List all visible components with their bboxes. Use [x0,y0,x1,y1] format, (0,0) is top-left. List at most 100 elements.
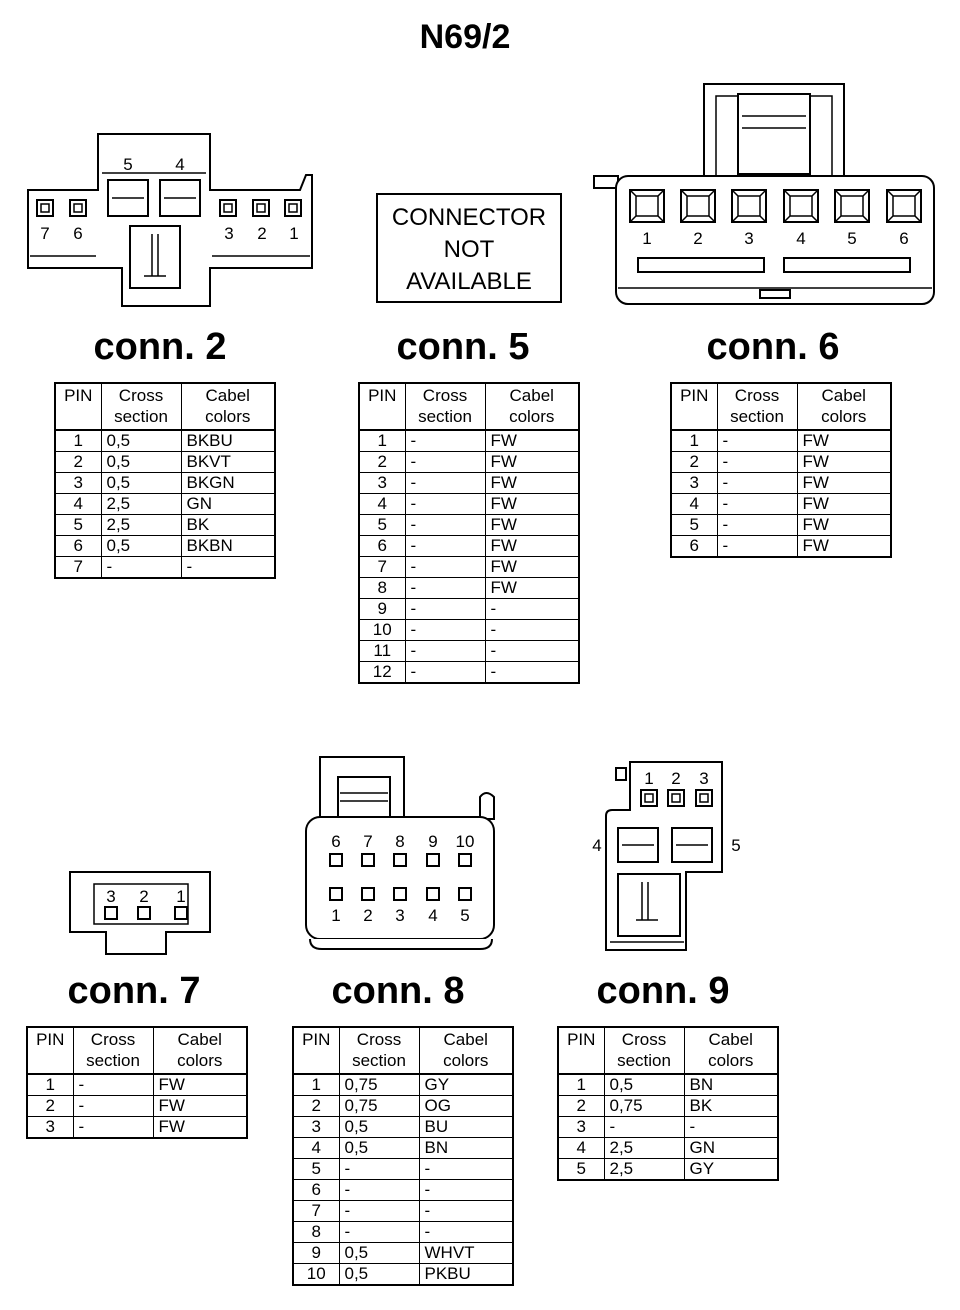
cell-cross-section: - [404,429,486,452]
conn2-lbl-7: 7 [40,224,49,243]
header-cross-section-line-2: section [730,407,784,426]
conn2-lbl-5: 5 [123,155,132,174]
header-cross-section-line-2: section [352,1051,406,1070]
header-pin: PIN [358,382,406,431]
conn2-drawing: 5 4 7 6 3 2 1 [27,133,313,307]
cell-cabel-color: FW [484,535,580,557]
cell-pin: 4 [670,493,718,515]
cell-cabel-color: - [418,1200,514,1222]
cell-cross-section: - [404,619,486,641]
header-pin: PIN [292,1026,340,1075]
header-pin: PIN [54,382,102,431]
cell-pin: 6 [358,535,406,557]
header-cross-section-line-1: Cross [734,386,780,405]
cell-pin: 1 [358,429,406,452]
table-row: 2-FW [358,451,580,473]
conn9-pin-squares [640,789,713,807]
conn6-lbl-4: 4 [796,229,805,248]
conn8-lbl-1: 1 [331,906,340,925]
header-cross-section: Cross section [338,1026,420,1075]
header-pin-line-1: PIN [36,1030,65,1049]
header-cross-section-line-1: Cross [90,1030,136,1049]
table-row: 4-FW [670,493,892,515]
table-row: 3-FW [358,472,580,494]
header-cabel-colors-line-1: Cabel [821,386,866,405]
table-header-row: PIN Cross section Cabel colors [670,382,892,431]
cell-cabel-color: FW [484,514,580,536]
table-row: 7-- [54,556,276,579]
cell-cross-section: - [716,493,798,515]
cell-pin: 1 [292,1073,340,1096]
cell-cross-section: - [716,514,798,536]
header-cross-section: Cross section [603,1026,685,1075]
cell-cabel-color: BKVT [180,451,276,473]
header-cabel-colors-line-2: colors [443,1051,489,1070]
cell-cross-section: 0,75 [603,1095,685,1117]
table-row: 10-- [358,619,580,641]
header-cabel-colors-line-2: colors [177,1051,223,1070]
header-pin-line-1: PIN [680,386,709,405]
table-row: 5-FW [670,514,892,536]
header-cross-section-line-1: Cross [621,1030,667,1049]
cell-cross-section: - [716,429,798,452]
header-cabel-colors-line-1: Cabel [509,386,554,405]
conn8-lbl-6: 6 [331,832,340,851]
cell-cross-section: 0,5 [100,535,182,557]
cell-cross-section: - [716,472,798,494]
cell-cabel-color: BU [418,1116,514,1138]
conn8-lbl-5: 5 [460,906,469,925]
table-row: 3-- [557,1116,779,1138]
cell-pin: 8 [358,577,406,599]
conn9-lbl-4: 4 [592,836,601,855]
cell-cabel-color: GN [683,1137,779,1159]
header-cross-section: Cross section [404,382,486,431]
cell-cabel-color: FW [484,577,580,599]
header-cross-section-line-1: Cross [422,386,468,405]
cell-cabel-color: BK [683,1095,779,1117]
conn6-lbl-3: 3 [744,229,753,248]
table-row: 3-FW [670,472,892,494]
cell-pin: 2 [292,1095,340,1117]
cell-pin: 2 [557,1095,605,1117]
cell-cross-section: 0,5 [338,1137,420,1159]
cell-pin: 5 [292,1158,340,1180]
conn9-lbl-2: 2 [671,769,680,788]
cell-cross-section: - [404,472,486,494]
header-cabel-colors-line-2: colors [821,407,867,426]
header-cross-section-line-1: Cross [356,1030,402,1049]
header-pin: PIN [26,1026,74,1075]
header-cross-section-line-2: section [114,407,168,426]
table-row: 1-FW [358,429,580,452]
cell-pin: 7 [54,556,102,579]
table-row: 8-FW [358,577,580,599]
cell-cabel-color: GN [180,493,276,515]
table-row: 9-- [358,598,580,620]
cell-pin: 7 [358,556,406,578]
header-cross-section-line-2: section [418,407,472,426]
cell-pin: 5 [358,514,406,536]
cell-cabel-color: GY [683,1158,779,1181]
cell-pin: 4 [358,493,406,515]
cell-pin: 3 [292,1116,340,1138]
cell-pin: 2 [358,451,406,473]
cell-cabel-color: - [180,556,276,579]
cell-cross-section: - [72,1116,154,1139]
cell-cabel-color: FW [484,451,580,473]
header-cross-section-line-2: section [617,1051,671,1070]
cell-pin: 5 [557,1158,605,1181]
cell-cabel-color: BKBU [180,429,276,452]
na-line-1: CONNECTOR [391,204,547,231]
connector-not-available-box: CONNECTOR NOT AVAILABLE [376,193,562,303]
cell-pin: 4 [557,1137,605,1159]
cell-cabel-color: BKBN [180,535,276,557]
